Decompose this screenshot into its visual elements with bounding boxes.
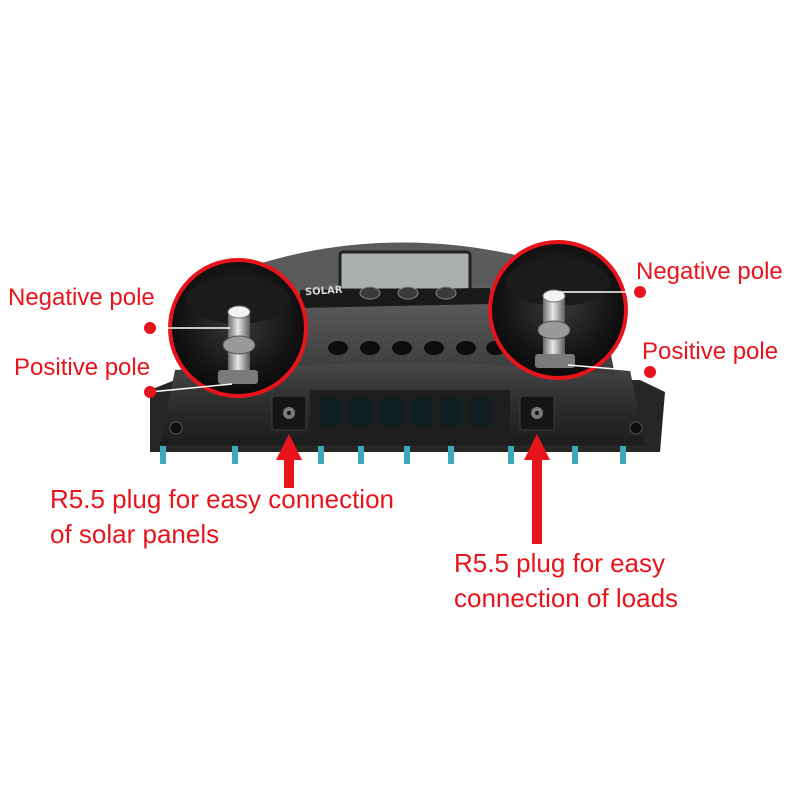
- arrow-load-plug: [524, 434, 550, 544]
- dc-jack-load: [519, 395, 555, 431]
- lcd-screen: [338, 250, 472, 292]
- leader-dot: [144, 322, 156, 334]
- leader-dot: [644, 366, 656, 378]
- load-plug-label-line: R5.5 plug for easy: [454, 548, 666, 578]
- right-terminal-zoom: [488, 240, 628, 380]
- leader-dot: [144, 386, 156, 398]
- leader-dot: [634, 286, 646, 298]
- solar-plug-label-line: of solar panels: [50, 519, 220, 550]
- negative-pole-left-label: Negative pole: [8, 284, 155, 311]
- negative-pole-right-label: Negative pole: [636, 258, 783, 285]
- terminal-slots: [320, 398, 492, 426]
- positive-pole-left-label: Positive pole: [14, 354, 151, 381]
- button-row: [359, 286, 457, 300]
- load-plug-label: R5.5 plug for easy connection of loads: [454, 546, 678, 616]
- solar-plug-label: R5.5 plug for easy connection of solar p…: [50, 482, 394, 552]
- dc-jack-solar: [271, 395, 307, 431]
- left-terminal-zoom: [168, 258, 308, 398]
- annotation-leaders: [144, 286, 656, 398]
- arrow-solar-plug: [276, 434, 302, 488]
- load-plug-label-line: connection of loads: [454, 583, 679, 614]
- terminal-pins: [160, 446, 626, 464]
- solar-plug-label-line: R5.5 plug for easy connection: [50, 484, 394, 514]
- positive-pole-right-label: Positive pole: [642, 338, 779, 365]
